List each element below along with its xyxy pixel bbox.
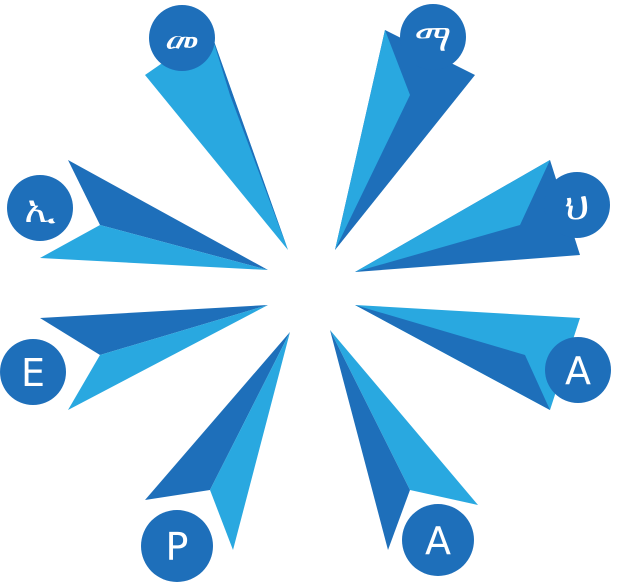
spike-left-upper: ኢ [7,160,268,270]
letter-tr: ማ [415,16,452,60]
letter-br: A [425,519,451,563]
letter-bl: P [166,525,189,569]
spike-right-upper: ህ [355,160,610,272]
spike-bottom-left: P [141,332,290,582]
letter-r1: ህ [565,184,589,228]
letter-l2: E [21,351,45,395]
spike-bottom-right: A [330,330,478,576]
letter-r2: A [565,349,591,393]
spike-right-lower: A [355,305,611,410]
spike-top-right: ማ [335,4,475,250]
letter-l1: ኢ [24,187,55,231]
letter-tl: መ [165,17,199,61]
spike-top-left: መ [145,5,288,250]
spike-left-lower: E [0,305,268,410]
